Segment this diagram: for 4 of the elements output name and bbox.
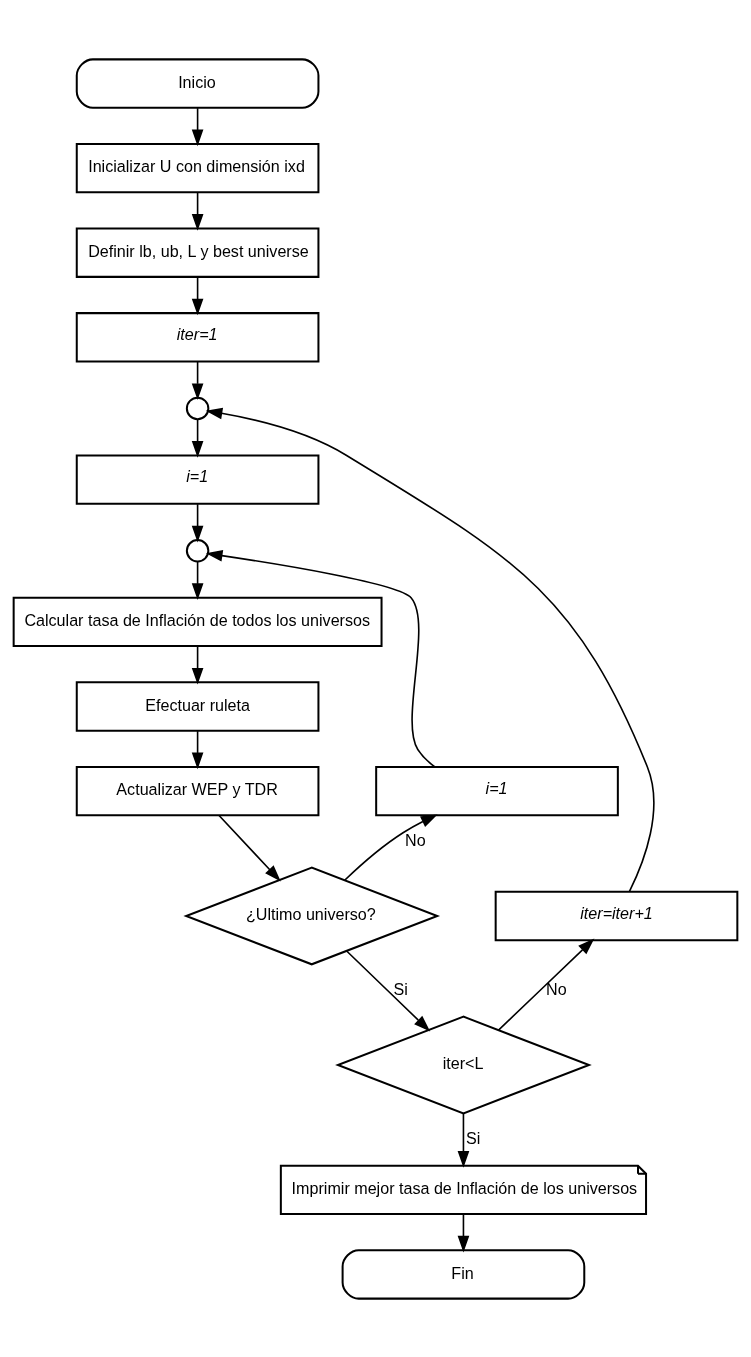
edge-label: Si (393, 979, 408, 998)
edge-label: Si (465, 1128, 481, 1147)
edge-label: No (546, 979, 567, 998)
edge-label: No (405, 830, 426, 849)
